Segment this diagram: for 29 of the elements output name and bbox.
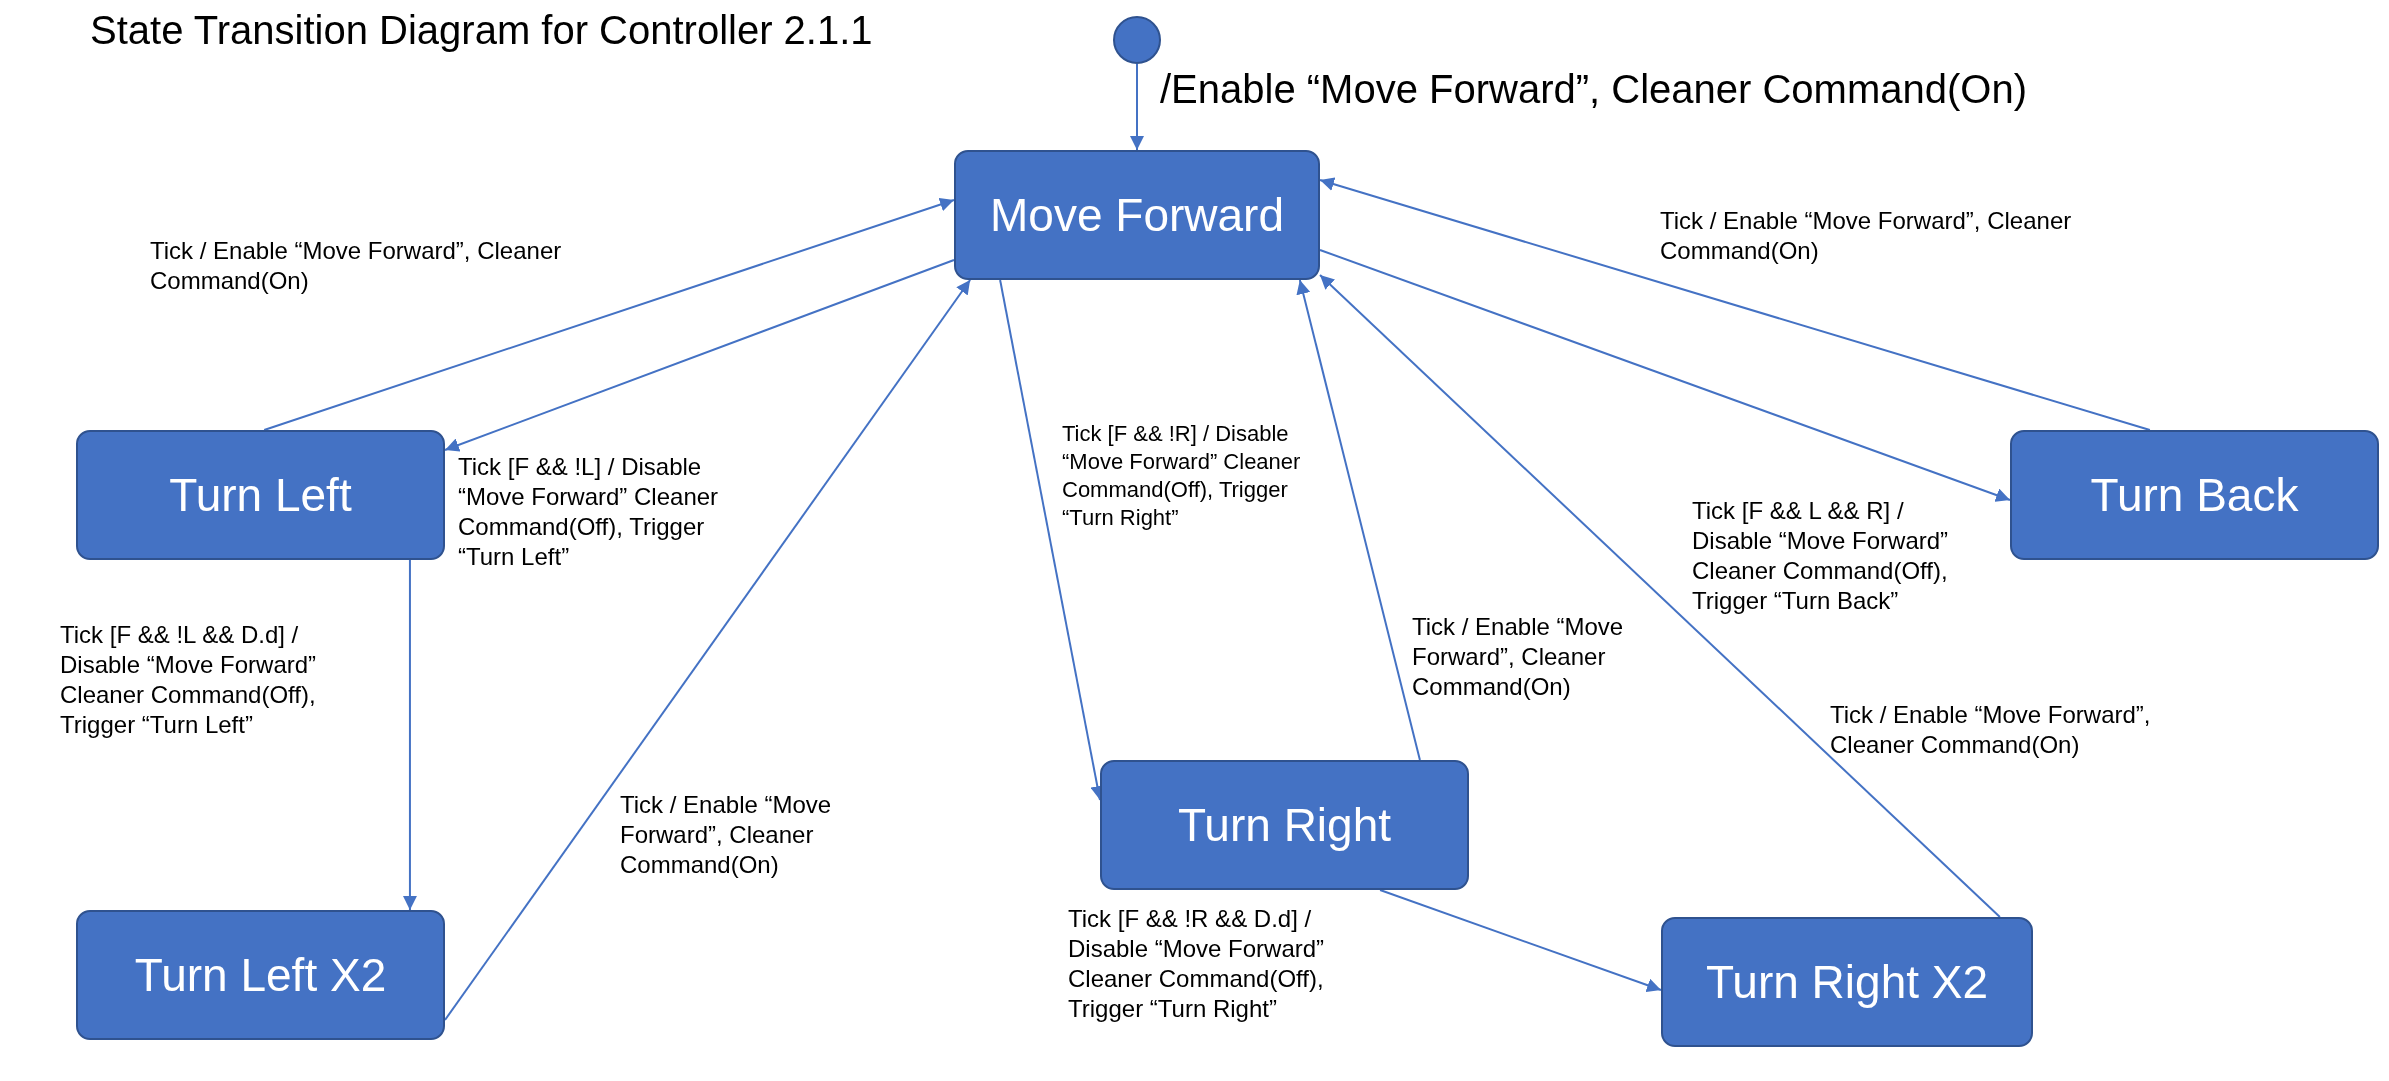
initial-state-circle	[1113, 16, 1161, 64]
arrow	[1130, 63, 1144, 151]
edge-label: Tick / Enable “Move Forward”, Cleaner Command(On)	[1830, 700, 2152, 760]
arrow	[1319, 274, 2001, 918]
edge-label: Tick / Enable “Move Forward”, Cleaner Command(On)	[1412, 612, 1625, 702]
arrow	[1319, 248, 2011, 502]
edge-label: Tick / Enable “Move Forward”, Cleaner Command(On)	[1660, 206, 2073, 266]
arrow	[444, 259, 955, 452]
edge-label: Tick / Enable “Move Forward”, Cleaner Command(On)	[620, 790, 833, 880]
arrow	[402, 559, 417, 911]
diagram-title: State Transition Diagram for Controller 2.1.1	[90, 8, 873, 53]
arrow	[1379, 889, 1662, 992]
state-box: Turn Left X2	[76, 910, 445, 1040]
state-box: Turn Right	[1100, 760, 1469, 890]
state-box: Move Forward	[954, 150, 1320, 280]
edge-label: Tick / Enable “Move Forward”, Cleaner Command(On)	[150, 236, 563, 296]
edge-label: Tick [F && !L && D.d] / Disable “Move Forward” Cleaner Command(Off), Trigger “Turn Left”	[60, 620, 318, 740]
state-box: Turn Right X2	[1661, 917, 2033, 1047]
edge-label: Tick [F && !R && D.d] / Disable “Move Forward” Cleaner Command(Off), Trigger “Turn Right”	[1068, 904, 1326, 1024]
arrow	[1296, 279, 1421, 761]
edge-label: Tick [F && L && R] / Disable “Move Forward” Cleaner Command(Off), Trigger “Turn Back”	[1692, 496, 1950, 616]
state-box: Turn Back	[2010, 430, 2379, 560]
edge-label: Tick [F && !L] / Disable “Move Forward” Cleaner Command(Off), Trigger “Turn Left”	[458, 452, 720, 572]
arrow	[1319, 177, 2151, 431]
arrow	[444, 279, 972, 1021]
edge-label: Tick [F && !R] / Disable “Move Forward” Cleaner Command(Off), Trigger “Turn Right”	[1062, 420, 1302, 532]
arrow	[263, 197, 955, 431]
edge-label: /Enable “Move Forward”, Cleaner Command(On)	[1160, 66, 2028, 112]
state-box: Turn Left	[76, 430, 445, 560]
